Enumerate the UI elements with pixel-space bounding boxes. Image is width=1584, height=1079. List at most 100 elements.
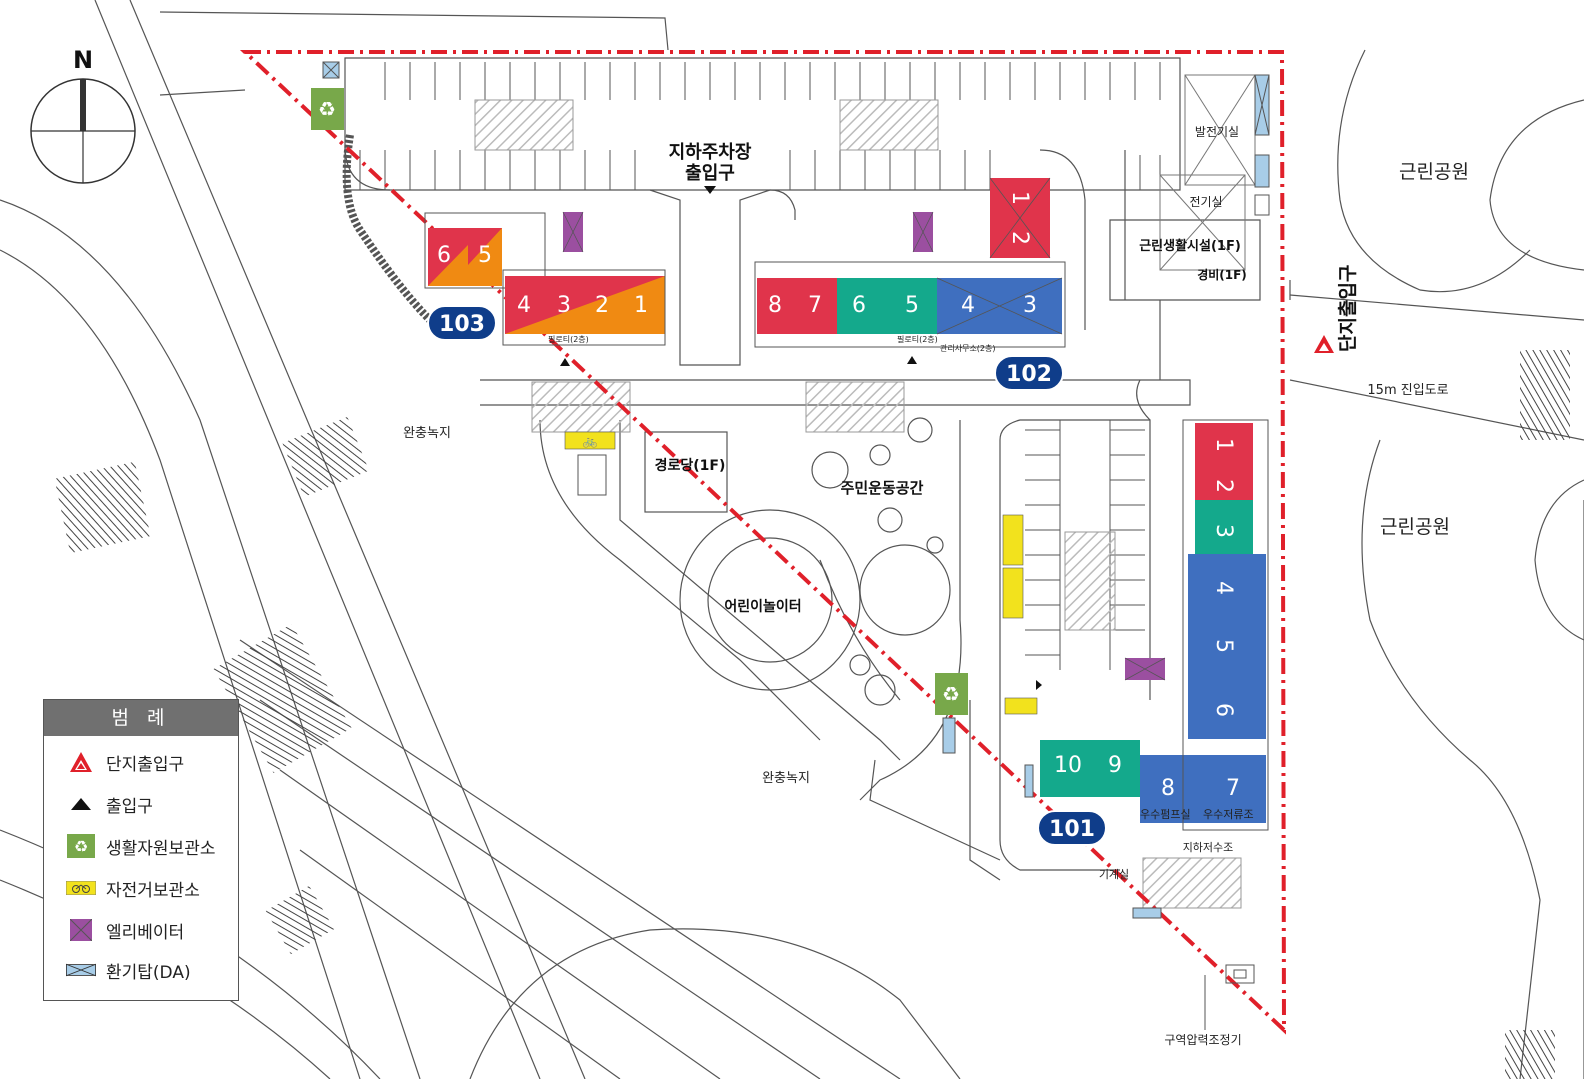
unit-101-4: 4 xyxy=(1211,581,1236,595)
unit-102-4: 4 xyxy=(961,293,975,318)
entrance-icon xyxy=(907,356,917,364)
parking-stalls-top xyxy=(359,62,1161,190)
entrance-icon xyxy=(1036,680,1042,690)
buffer-green-label-2: 완충녹지 xyxy=(762,771,810,786)
unit-101-9: 9 xyxy=(1108,753,1122,778)
legend-item-bicycle: 자전거보관소 xyxy=(66,872,200,904)
senior-center-outline xyxy=(644,431,728,513)
badge-103: 103 xyxy=(427,305,497,341)
pilotis-103-label: 필로티(2층) xyxy=(548,334,589,344)
building-102: 8 7 6 5 4 3 1 2 필로티(2층) 관리사무소(2층) xyxy=(754,177,1066,364)
recycling-icons: ♻ ♻ xyxy=(311,88,968,715)
legend-item-complex-entrance: 단지출입구 xyxy=(66,746,184,778)
site-boundary xyxy=(239,50,1287,1035)
access-road-label: 15m 진입도로 xyxy=(1367,383,1448,398)
unit-103-3: 3 xyxy=(557,293,571,318)
machine-room-label: 기계실 xyxy=(1099,868,1129,881)
electric-room-label: 전기실 xyxy=(1189,195,1222,209)
bicycle-icon xyxy=(66,876,96,900)
unit-102-3: 3 xyxy=(1023,293,1037,318)
legend-label: 자전거보관소 xyxy=(106,880,200,901)
generator-room-label: 발전기실 xyxy=(1195,125,1239,139)
neighborhood-facility-label: 근린생활시설(1F) xyxy=(1139,238,1241,254)
pilotis-102-label: 필로티(2층) xyxy=(897,334,938,344)
unit-103-5: 5 xyxy=(478,243,492,268)
unit-102-5: 5 xyxy=(905,293,919,318)
north-compass: N xyxy=(30,46,136,184)
parking-entrance-arrow xyxy=(704,186,716,194)
unit-101-2: 2 xyxy=(1211,479,1236,493)
legend-title: 범 례 xyxy=(44,700,238,736)
unit-101-3: 3 xyxy=(1211,524,1236,538)
playground-label: 어린이놀이터 xyxy=(724,598,801,615)
legend-label: 단지출입구 xyxy=(106,754,185,775)
unit-103-2: 2 xyxy=(595,293,609,318)
entrance-icon xyxy=(66,792,96,816)
road-marking xyxy=(282,416,370,497)
complex-entrance-icon xyxy=(66,750,96,774)
complex-entrance-label: 단지출입구 xyxy=(1337,265,1359,352)
road-marking xyxy=(265,885,335,955)
parking-entrance-label-2: 출입구 xyxy=(685,162,735,184)
legend-item-elevator: 엘리베이터 xyxy=(66,914,184,946)
road-marking xyxy=(213,624,352,773)
legend-label: 생활자원보관소 xyxy=(106,838,216,859)
legend-item-entrance: 출입구 xyxy=(66,788,153,820)
entrance-icon xyxy=(560,358,570,366)
svg-text:102: 102 xyxy=(1006,362,1052,387)
svg-text:♻: ♻ xyxy=(74,837,88,856)
unit-103-4: 4 xyxy=(517,293,531,318)
unit-101-6: 6 xyxy=(1211,703,1236,717)
unit-102-7: 7 xyxy=(808,293,822,318)
svg-text:♻: ♻ xyxy=(318,97,336,121)
svg-text:🚲: 🚲 xyxy=(583,434,598,448)
svg-text:101: 101 xyxy=(1049,817,1095,842)
unit-102-2: 2 xyxy=(1007,231,1032,245)
stair-block xyxy=(577,454,607,496)
ventilation-icon xyxy=(66,958,96,982)
recycling-icon: ♻ xyxy=(66,834,96,858)
unit-101-1: 1 xyxy=(1211,438,1236,452)
legend-label: 환기탑(DA) xyxy=(106,962,191,983)
elevator-icon xyxy=(66,918,96,942)
neighborhood-park-label-1: 근린공원 xyxy=(1399,161,1469,183)
elevator-icons xyxy=(562,211,1166,681)
community-exercise-label: 주민운동공간 xyxy=(841,479,924,497)
badge-102: 102 xyxy=(994,355,1064,391)
pressure-regulator-box xyxy=(1225,964,1255,984)
unit-103-1: 1 xyxy=(634,293,648,318)
complex-entrance-marker: 단지출입구 xyxy=(1314,265,1359,353)
legend-panel: 범 례 단지출입구 출입구 ♻ 생활자원보관소 자전거보관소 엘리베이터 xyxy=(43,699,239,1001)
legend-item-ventilation: 환기탑(DA) xyxy=(66,954,191,986)
senior-center-label: 경로당(1F) xyxy=(655,457,726,474)
site-internal-lines xyxy=(344,57,1291,881)
unit-101-7: 7 xyxy=(1226,776,1240,801)
rain-pump-label: 우수펌프실 xyxy=(1140,808,1191,821)
buffer-green-label-1: 완충녹지 xyxy=(403,426,451,441)
unit-103-6: 6 xyxy=(437,243,451,268)
management-office-label: 관리사무소(2층) xyxy=(940,343,996,353)
neighborhood-park-label-2: 근린공원 xyxy=(1380,516,1450,538)
unit-101-5: 5 xyxy=(1211,639,1236,653)
playground-circles xyxy=(679,417,951,706)
building-103: 6 5 4 3 2 1 필로티(2층) xyxy=(424,212,666,366)
unit-102-1: 1 xyxy=(1007,191,1032,205)
pressure-regulator-label: 구역압력조정기 xyxy=(1164,1033,1241,1047)
north-label: N xyxy=(73,46,93,74)
unit-102-8: 8 xyxy=(768,293,782,318)
road-marking xyxy=(54,461,151,554)
legend-item-recycling: ♻ 생활자원보관소 xyxy=(66,830,215,862)
legend-label: 출입구 xyxy=(106,796,153,817)
guard-label: 경비(1F) xyxy=(1197,267,1247,282)
gravel-path xyxy=(342,134,433,323)
unit-101-10: 10 xyxy=(1054,753,1082,778)
rain-tank-label: 우수저류조 xyxy=(1203,808,1254,821)
svg-text:♻: ♻ xyxy=(942,682,960,706)
badge-101: 101 xyxy=(1037,810,1107,846)
legend-label: 엘리베이터 xyxy=(106,922,185,943)
road-marking xyxy=(1505,1030,1555,1079)
unit-102-6: 6 xyxy=(852,293,866,318)
unit-101-8: 8 xyxy=(1161,776,1175,801)
svg-text:103: 103 xyxy=(439,312,485,337)
